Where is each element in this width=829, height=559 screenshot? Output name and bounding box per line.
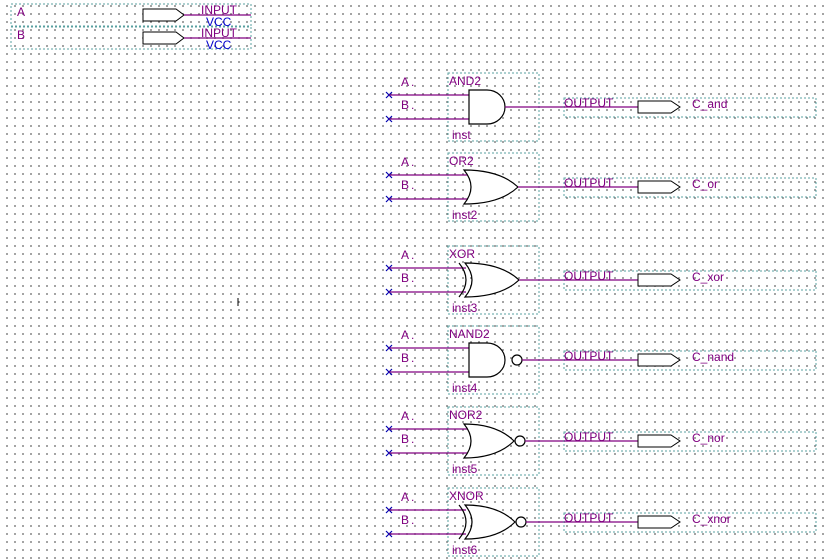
gate-or-output-port: OUTPUT (564, 176, 614, 190)
gate-xor-pin-a: A (401, 248, 409, 262)
gate-and-output-port: OUTPUT (564, 96, 614, 110)
gate-xnor-pin-b: B (401, 513, 409, 527)
gate-nor-block[interactable]: NOR2 inst5 A B . . OUTPUT C_nor (385, 406, 817, 476)
gate-nand-pin-b: B (401, 351, 409, 365)
gate-xor-type: XOR (449, 247, 475, 261)
svg-text:.: . (411, 98, 414, 112)
gate-and-pin-a: A (401, 75, 409, 89)
nor-gate-icon (462, 423, 515, 459)
input-a-vcc: VCC (206, 15, 232, 29)
svg-text:.: . (411, 351, 414, 365)
xnor-inversion-bubble-icon (515, 516, 527, 528)
xor-gate-extra-arc (458, 262, 467, 298)
nand-inversion-bubble-icon (511, 354, 523, 366)
gate-xor-output-symbol (637, 273, 681, 287)
gate-nor-output-port: OUTPUT (564, 430, 614, 444)
gate-nand-unconnected-marks (385, 344, 393, 376)
gate-nand-output-name: C_nand (692, 350, 734, 364)
gate-nor-output-name: C_nor (692, 431, 725, 445)
gate-or-block[interactable]: OR2 inst2 A B . . OUTPUT C_or (385, 152, 817, 222)
gate-and-type: AND2 (449, 74, 481, 88)
gate-xor-block[interactable]: XOR inst3 A B . . OUTPUT C_xor (385, 245, 817, 315)
gate-or-output-symbol (637, 180, 681, 194)
input-b-border (10, 26, 252, 50)
nand-gate-icon (468, 342, 506, 378)
gate-xor-unconnected-marks (385, 264, 393, 296)
gate-xnor-output-symbol (637, 515, 681, 529)
gate-or-inst: inst2 (452, 208, 478, 222)
gate-or-type: OR2 (449, 154, 474, 168)
gate-nor-unconnected-marks (385, 425, 393, 457)
gate-xnor-block[interactable]: XNOR inst6 A B . . OUTPUT C_xnor (385, 487, 817, 557)
input-b-name: B (17, 28, 25, 42)
and-gate-icon (468, 89, 506, 125)
svg-text:.: . (411, 490, 414, 504)
gate-and-output-name: C_and (692, 97, 727, 111)
gate-xnor-pin-a: A (401, 490, 409, 504)
gate-nor-pin-a: A (401, 409, 409, 423)
nor-inversion-bubble-icon (514, 435, 526, 447)
gate-nand-pin-a: A (401, 328, 409, 342)
svg-text:.: . (411, 432, 414, 446)
input-pin-a[interactable]: A INPUT VCC (10, 3, 252, 29)
svg-text:.: . (411, 248, 414, 262)
input-a-type: INPUT (201, 3, 238, 17)
gate-or-output-name: C_or (692, 177, 718, 191)
svg-text:.: . (411, 328, 414, 342)
gate-and-unconnected-marks (385, 91, 393, 123)
gate-nor-inst: inst5 (452, 462, 478, 476)
gate-nand-block[interactable]: NAND2 inst4 A B . . OUTPUT C_nand (385, 325, 817, 395)
gate-or-pin-b: B (401, 178, 409, 192)
gate-xor-output-port: OUTPUT (564, 269, 614, 283)
gate-nor-output-symbol (637, 434, 681, 448)
gate-and-pin-b: B (401, 98, 409, 112)
svg-text:.: . (411, 155, 414, 169)
gate-xor-pin-b: B (401, 271, 409, 285)
gate-xnor-type: XNOR (449, 489, 484, 503)
svg-text:.: . (411, 75, 414, 89)
xnor-gate-icon (463, 504, 516, 540)
input-b-symbol (142, 31, 185, 45)
gate-xnor-output-port: OUTPUT (564, 511, 614, 525)
xor-gate-icon (463, 262, 520, 298)
gate-xor-inst: inst3 (452, 301, 478, 315)
gate-and-block[interactable]: AND2 inst A B . . OUTPUT C_and (385, 72, 817, 142)
gate-or-pin-a: A (401, 155, 409, 169)
gate-nand-output-port: OUTPUT (564, 349, 614, 363)
gate-and-inst: inst (452, 128, 471, 142)
svg-text:.: . (411, 178, 414, 192)
gate-and-output-symbol (637, 100, 681, 114)
svg-text:.: . (411, 513, 414, 527)
gate-nand-output-symbol (637, 353, 681, 367)
gate-nand-inst: inst4 (452, 381, 478, 395)
input-b-vcc: VCC (206, 38, 232, 52)
input-a-border (10, 3, 252, 27)
gate-xnor-unconnected-marks (385, 506, 393, 538)
input-b-type: INPUT (201, 26, 238, 40)
gate-xnor-output-name: C_xnor (692, 512, 731, 526)
gate-or-unconnected-marks (385, 171, 393, 203)
gate-nand-type: NAND2 (449, 327, 490, 341)
input-a-symbol (142, 8, 185, 22)
input-a-name: A (17, 5, 25, 19)
svg-text:.: . (411, 409, 414, 423)
gate-xnor-inst: inst6 (452, 543, 478, 557)
or-gate-icon (462, 169, 519, 205)
gate-nor-type: NOR2 (449, 408, 483, 422)
xnor-gate-extra-arc (458, 504, 467, 540)
gate-xor-output-name: C_xor (692, 270, 724, 284)
svg-text:.: . (411, 271, 414, 285)
gate-nor-pin-b: B (401, 432, 409, 446)
input-pin-b[interactable]: B INPUT VCC (10, 26, 252, 52)
